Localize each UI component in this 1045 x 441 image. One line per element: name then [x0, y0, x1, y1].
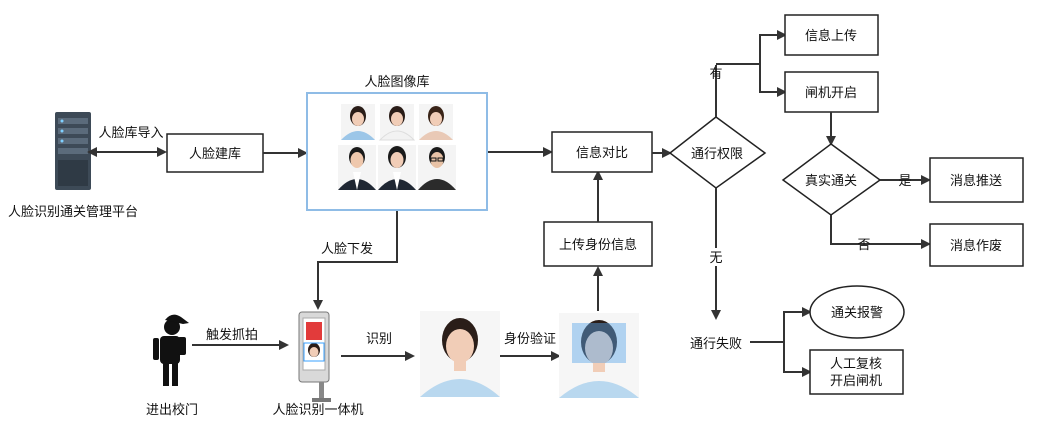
upload-info-box — [784, 14, 879, 56]
upload-id-label: 上传身份信息 — [559, 237, 637, 253]
push-msg-label: 消息推送 — [950, 173, 1002, 189]
to-open-gate-connector — [759, 64, 787, 97]
no-connector — [830, 215, 931, 249]
face-photo — [418, 145, 456, 190]
yes-label: 是 — [898, 174, 911, 189]
alarm-ellipse — [809, 285, 905, 339]
face-photo-grid — [338, 104, 456, 190]
verified-face-photo — [559, 313, 639, 398]
real-pass-label: 真实通关 — [805, 174, 857, 189]
terminal-label: 人脸识别一体机 — [272, 403, 363, 418]
student-label: 进出校门 — [146, 402, 198, 418]
alarm-label: 通关报警 — [831, 305, 883, 321]
issue-edge-label: 人脸下发 — [321, 241, 373, 257]
upload-info-label: 信息上传 — [805, 28, 857, 44]
permission-label: 通行权限 — [691, 146, 743, 162]
void-msg-box — [929, 223, 1024, 267]
face-photo — [378, 145, 416, 190]
platform-label: 人脸识别通关管理平台 — [8, 205, 138, 220]
face-photo — [419, 104, 453, 140]
fail-label: 通行失败 — [690, 337, 742, 352]
id-verify-edge-label: 身份验证 — [504, 331, 556, 347]
import-edge-label: 人脸库导入 — [98, 125, 163, 141]
face-photo — [341, 104, 375, 140]
build-library-label: 人脸建库 — [189, 146, 241, 162]
recognize-edge-label: 识别 — [366, 332, 392, 347]
push-msg-box — [929, 157, 1024, 203]
build-library-box — [166, 133, 264, 173]
manual-box — [809, 349, 904, 395]
manual-label-line2: 开启闸机 — [830, 374, 882, 389]
trigger-edge-label: 触发抓拍 — [206, 327, 258, 343]
face-photo — [378, 104, 416, 141]
server-icon — [55, 112, 91, 190]
no-label: 否 — [857, 238, 870, 253]
compare-box — [551, 131, 653, 173]
face-photo — [338, 145, 376, 190]
terminal-device-icon — [298, 311, 331, 402]
to-manual-connector — [783, 342, 812, 377]
void-msg-label: 消息作废 — [950, 238, 1002, 254]
face-library-title: 人脸图像库 — [364, 74, 429, 90]
manual-label-line1: 人工复核 — [830, 357, 882, 372]
issue-connector — [313, 211, 398, 310]
scan-highlight — [572, 323, 626, 363]
has-label: 有 — [709, 67, 722, 82]
compare-label: 信息对比 — [576, 145, 628, 161]
open-gate-label: 闸机开启 — [805, 86, 857, 101]
none-label-bg — [706, 248, 726, 266]
to-alarm-connector — [783, 307, 812, 342]
captured-face-photo — [420, 311, 500, 397]
to-upload-info-connector — [759, 30, 787, 64]
none-label: 无 — [709, 251, 722, 266]
open-gate-box — [784, 71, 879, 113]
student-icon — [153, 314, 189, 386]
